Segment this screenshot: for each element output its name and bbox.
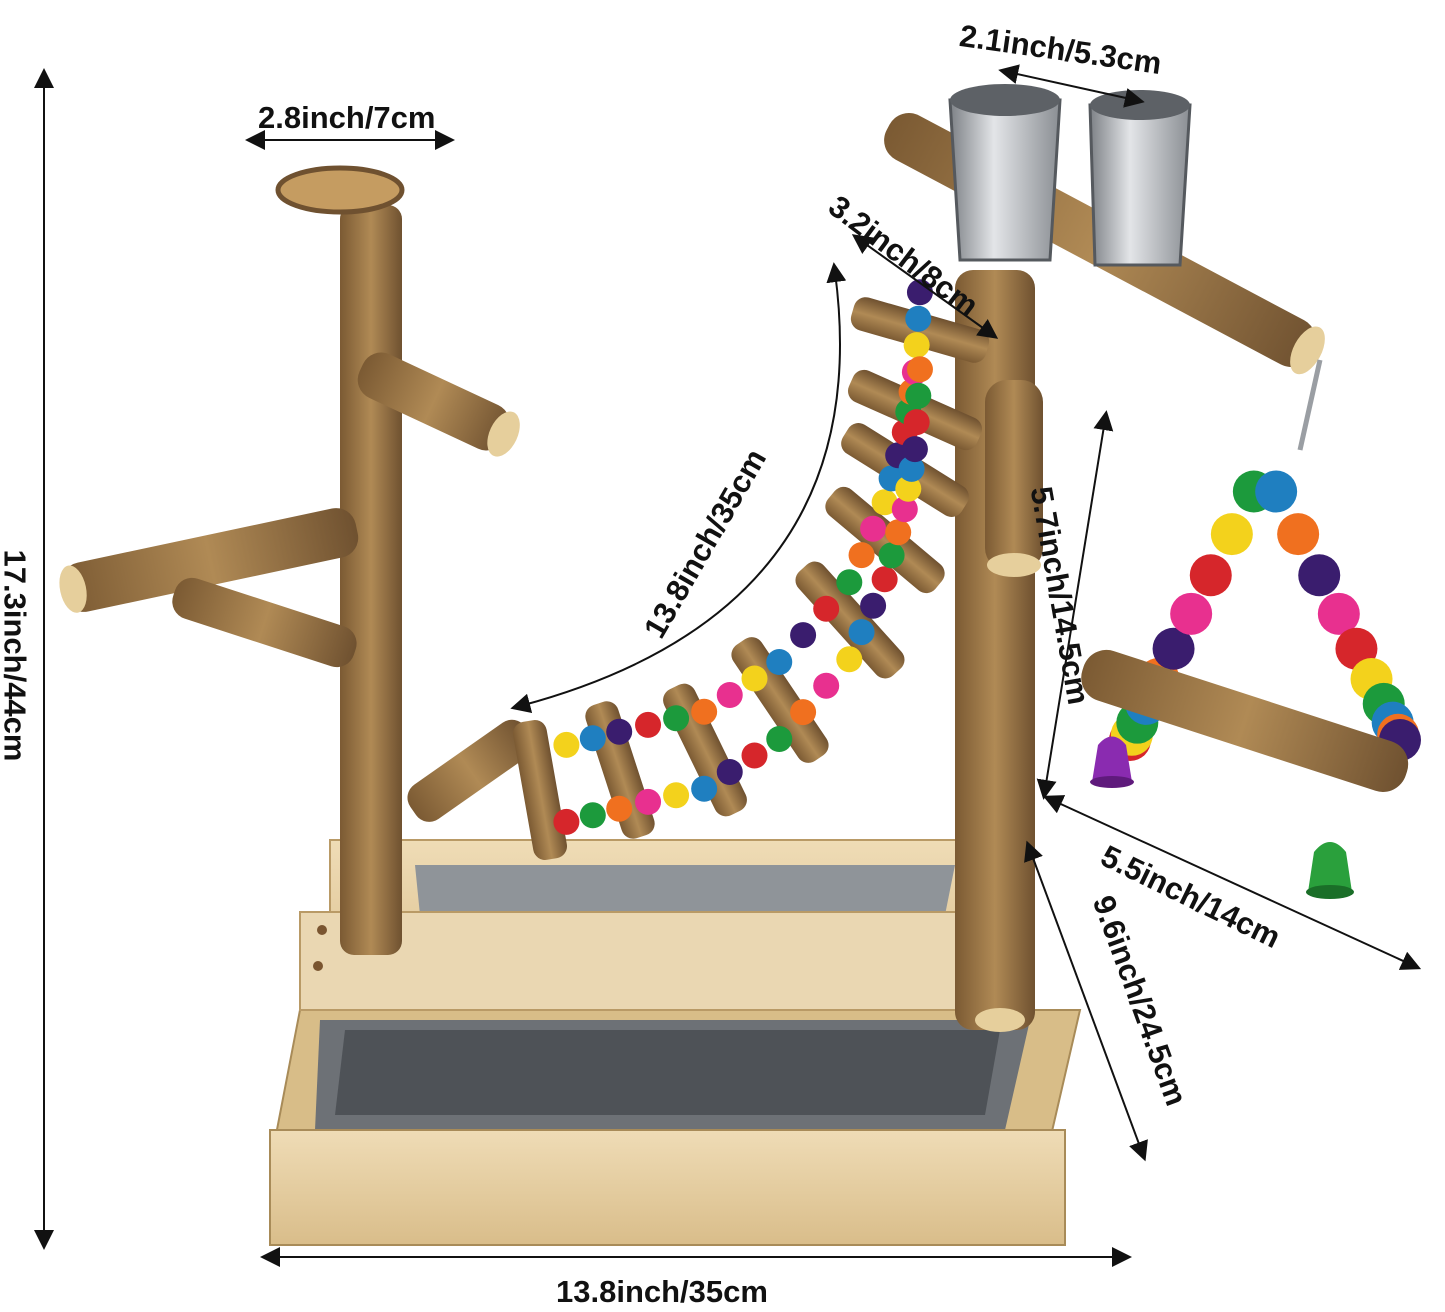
- ladder-bead: [741, 742, 768, 769]
- top-board: [299, 911, 1031, 1011]
- ladder-bead: [606, 718, 633, 745]
- swing-bead: [1210, 513, 1253, 556]
- ladder-bead: [878, 542, 905, 569]
- swing-bead: [1277, 513, 1320, 556]
- ladder-bead: [766, 649, 793, 675]
- ladder-rung: [825, 486, 945, 594]
- ladder-bead: [553, 731, 580, 758]
- swing-bead: [1170, 592, 1213, 635]
- ladder-bead: [579, 802, 606, 829]
- ladder-bead: [885, 519, 912, 546]
- left-perch-tree: [59, 165, 534, 955]
- ladder-bead: [906, 356, 933, 383]
- ladder-bead: [860, 515, 887, 542]
- ladder-bead: [691, 698, 718, 725]
- ladder-bead: [553, 808, 580, 835]
- ladder-bead: [635, 711, 662, 738]
- ladder-bead: [891, 496, 918, 523]
- ladder-bead: [905, 305, 932, 332]
- base-tray-box: [269, 839, 1082, 1246]
- swing-width-arrow: [1042, 795, 1422, 970]
- ladder-bead: [606, 795, 633, 822]
- ladder-bead: [895, 475, 922, 502]
- ladder-bead: [860, 592, 887, 619]
- base-front-panel: [269, 1129, 1066, 1246]
- ladder-bead: [813, 672, 840, 699]
- ladder-bead: [716, 682, 743, 708]
- dimension-arrows: [34, 64, 1422, 1267]
- ladder-bead: [579, 725, 606, 752]
- ladder-bead: [716, 759, 743, 785]
- bead-swing: [1081, 359, 1421, 899]
- ladder-bead: [871, 489, 898, 516]
- label-platform-width: 2.8inch/7cm: [258, 100, 436, 135]
- ladder-bead: [691, 775, 718, 802]
- ladder-bead: [663, 782, 690, 809]
- green-bell: [1308, 842, 1352, 892]
- ladder-bead: [741, 665, 768, 692]
- ladder-bead: [871, 566, 898, 593]
- label-base-width: 13.8inch/35cm: [556, 1274, 768, 1309]
- top-platform: [275, 165, 405, 215]
- rope-ladder-bridge: [513, 279, 990, 860]
- ladder-length-arrow: [510, 262, 847, 714]
- ladder-bead: [903, 409, 930, 436]
- ladder-bead: [766, 726, 793, 752]
- label-total-height: 17.3inch/44cm: [0, 549, 33, 762]
- cup-arrow: [998, 64, 1145, 108]
- ladder-bead: [635, 788, 662, 815]
- swing-bead: [1189, 554, 1232, 597]
- base-depth-arrow: [1024, 840, 1148, 1162]
- ladder-rung: [513, 720, 567, 860]
- ladder-bead: [848, 542, 875, 569]
- ladder-bead: [836, 569, 863, 596]
- ladder-bead: [836, 646, 863, 673]
- ladder-bead: [898, 455, 925, 482]
- ladder-bead: [663, 705, 690, 732]
- swing-bead: [1152, 627, 1195, 670]
- swing-height-arrow: [1036, 410, 1114, 800]
- ladder-bead: [790, 622, 817, 649]
- ladder-bead: [848, 619, 875, 646]
- ladder-width-arrow: [851, 234, 999, 339]
- swing-bead: [1317, 592, 1360, 635]
- swing-bead: [1298, 554, 1341, 597]
- ladder-bead: [790, 699, 817, 726]
- ladder-bead: [901, 436, 928, 463]
- swing-bead: [1255, 470, 1298, 513]
- ladder-bead: [905, 382, 932, 409]
- ladder-bead: [813, 595, 840, 622]
- ladder-bead: [903, 332, 930, 359]
